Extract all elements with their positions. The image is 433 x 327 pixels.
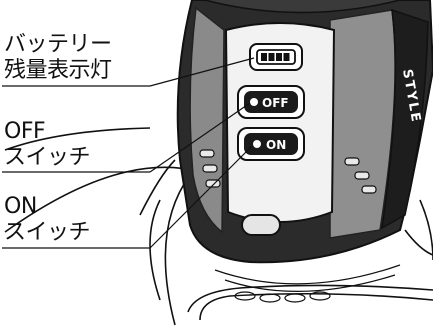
off-button-label: OFF (262, 96, 289, 110)
leader-on-diag (149, 145, 253, 249)
off-label-line2: スイッチ (4, 145, 91, 170)
battery-label-line1: バッテリー (4, 32, 112, 57)
off-label-line1: OFF (4, 119, 46, 144)
leader-battery-diag (149, 57, 255, 87)
on-button[interactable]: ON (237, 127, 305, 161)
pad-detail (214, 264, 401, 303)
on-button-label: ON (266, 138, 286, 152)
battery-label-line2: 残量表示灯 (4, 58, 112, 83)
battery-indicator (249, 43, 303, 71)
on-label-line2: スイッチ (4, 220, 91, 245)
on-label-line1: ON (4, 194, 37, 219)
leader-lines (2, 57, 255, 249)
side-strip (381, 8, 429, 230)
leader-off-diag (149, 102, 251, 173)
off-button[interactable]: OFF (237, 85, 305, 119)
front-vent (241, 214, 281, 236)
left-panel (189, 6, 225, 234)
top-cap (204, 0, 401, 14)
